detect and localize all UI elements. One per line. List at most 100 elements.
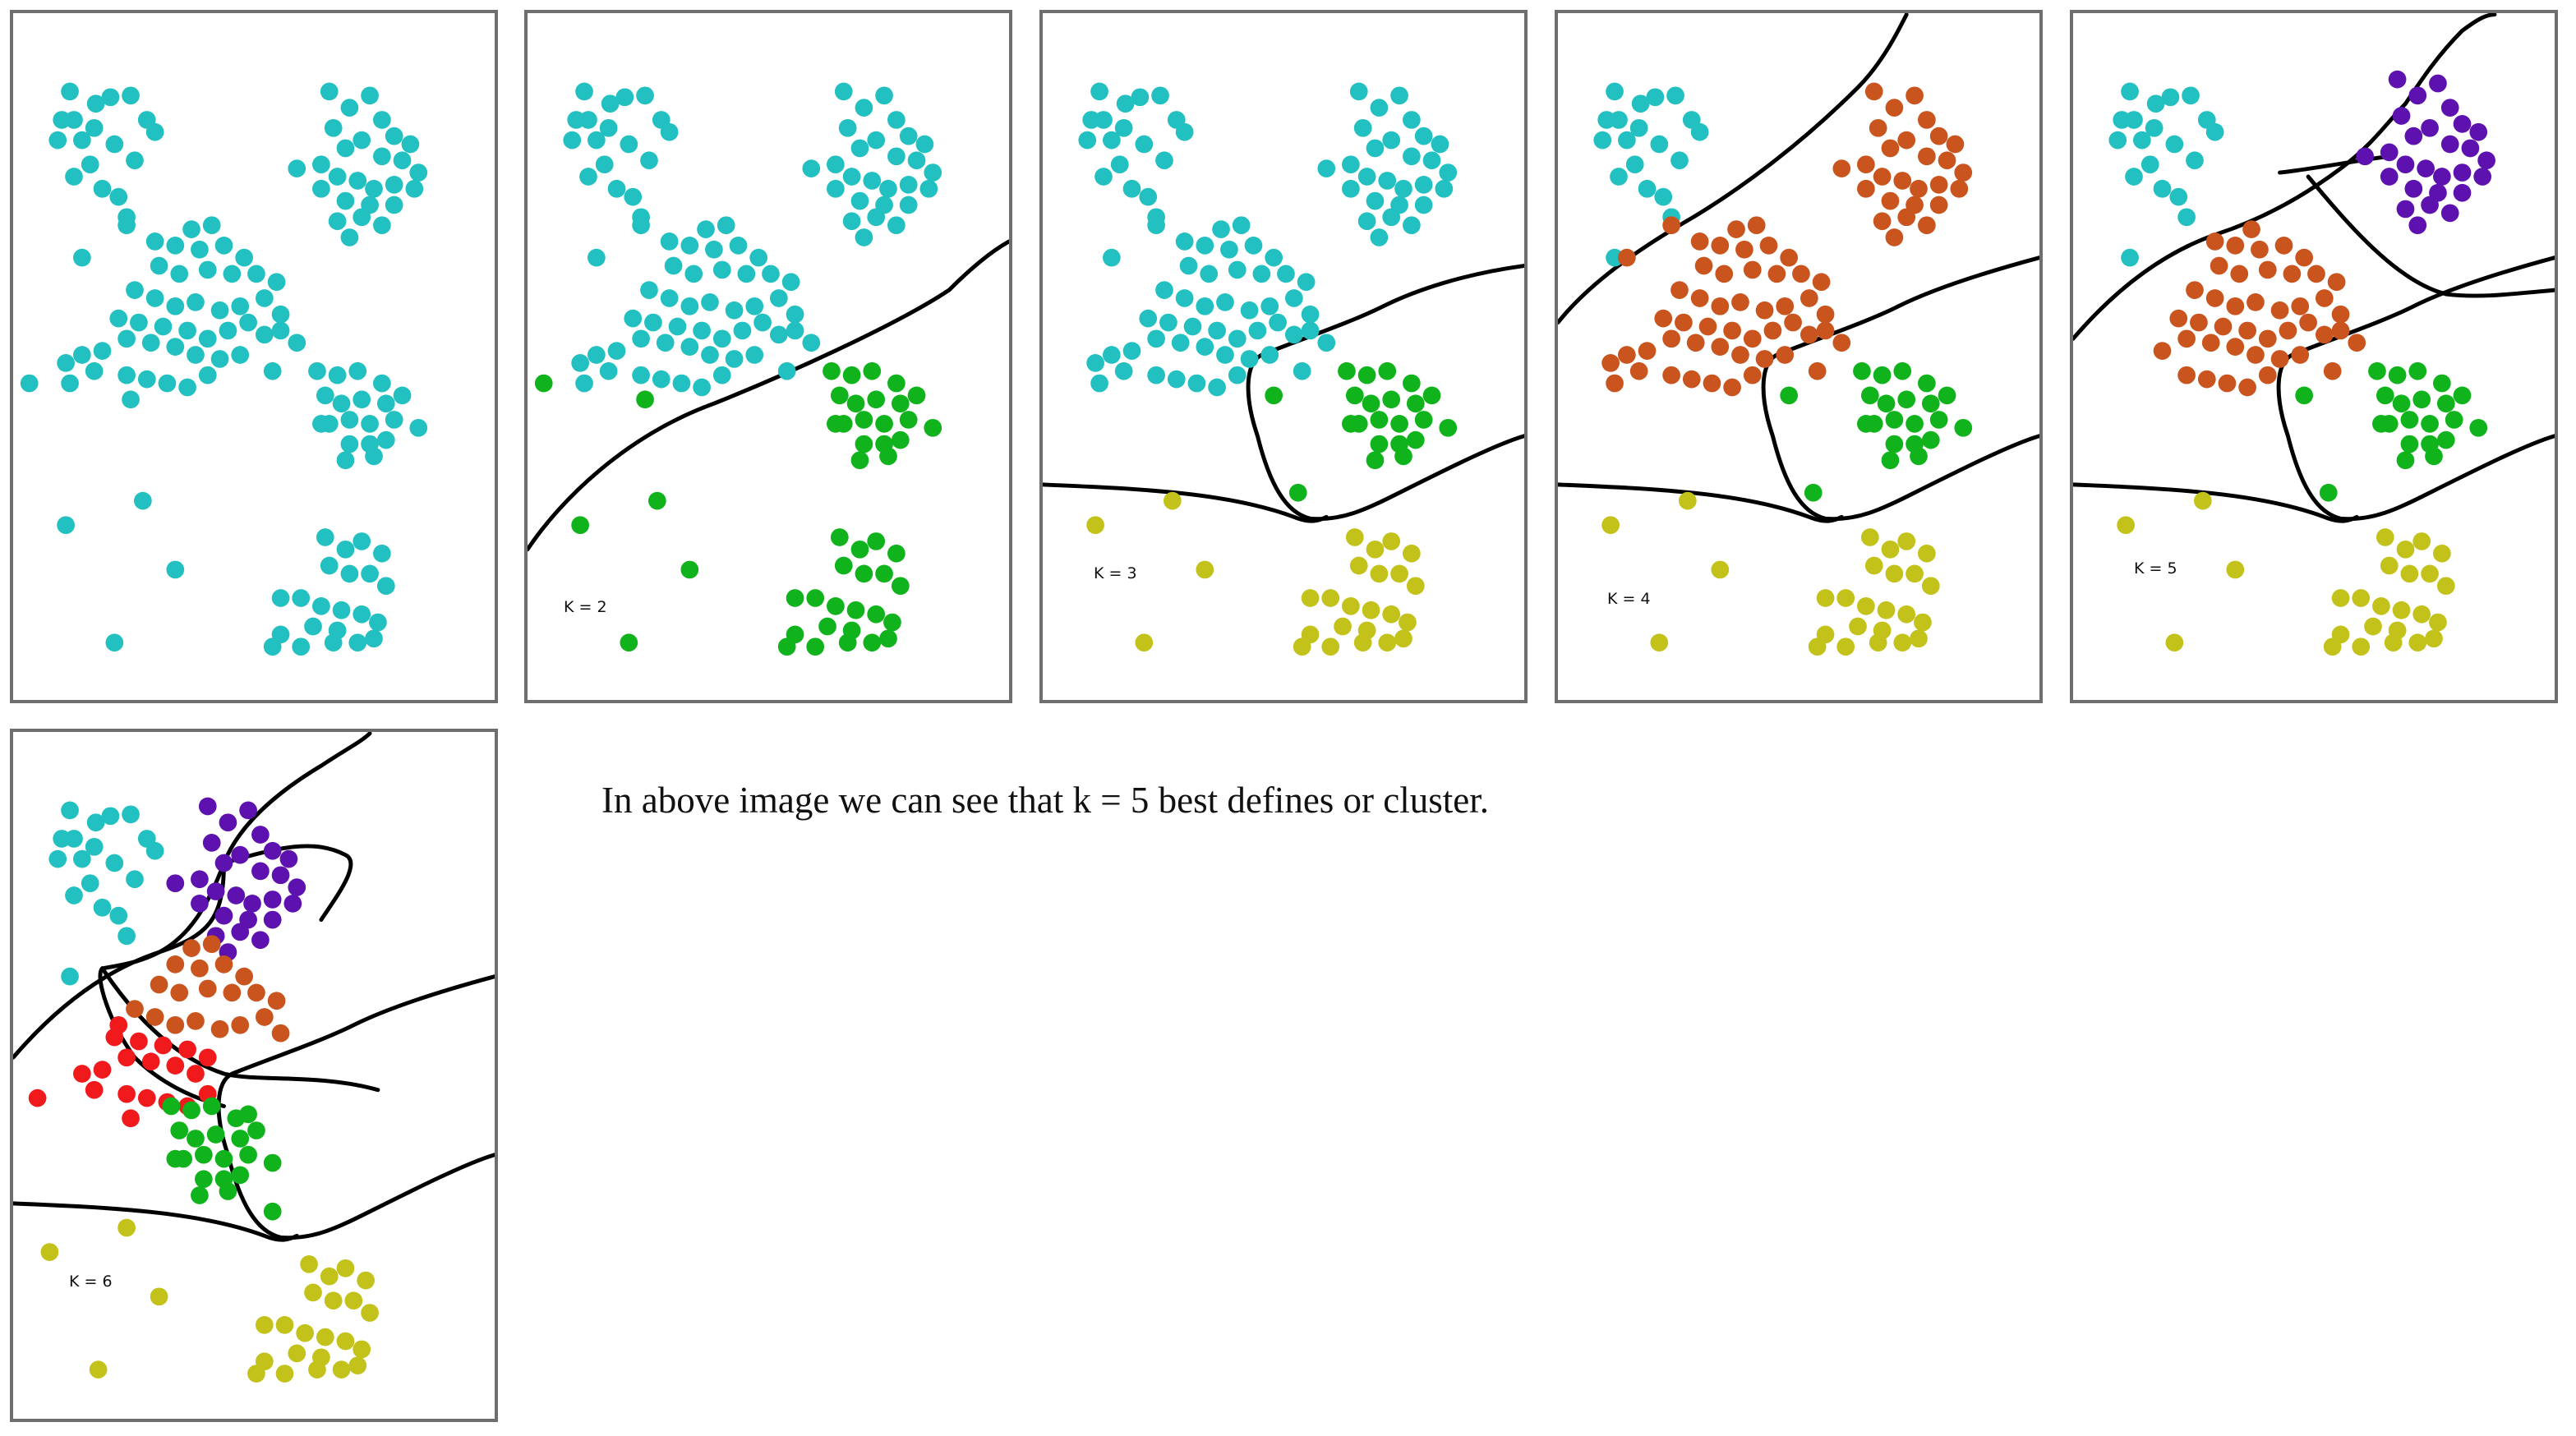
data-point [73,346,91,364]
data-point [2230,265,2249,283]
data-point [1342,179,1360,198]
data-point [2315,325,2334,344]
data-point [2186,281,2204,299]
data-point [684,265,703,283]
data-point [271,1024,290,1042]
data-point [223,983,242,1002]
data-point [214,854,233,872]
data-point [137,370,156,389]
data-point [2226,338,2245,357]
data-point [1390,564,1408,583]
data-point [118,216,136,235]
data-point [1849,617,1867,636]
data-point [1910,447,1928,466]
data-point [1196,338,1214,357]
data-point [712,366,731,384]
data-point [2117,516,2135,535]
data-point [1816,321,1835,340]
data-point [73,849,91,868]
data-point [725,301,744,320]
data-point [198,260,217,279]
data-point [1122,179,1141,198]
data-point [1155,151,1173,170]
data-point [1228,329,1247,348]
data-point [2279,321,2297,340]
data-point [595,155,614,174]
data-point [154,317,173,336]
data-point [1288,483,1307,502]
data-point [2453,163,2472,182]
data-point [1743,366,1762,384]
data-point [1414,176,1433,194]
data-point [105,633,124,652]
data-point [907,151,926,170]
data-point [1403,374,1421,393]
data-point [737,265,756,283]
data-point [620,633,638,652]
data-point [567,111,586,129]
data-point [235,248,254,267]
data-point [166,1015,185,1034]
data-point [2121,248,2139,267]
data-point [2440,99,2459,117]
data-point [1873,366,1892,384]
data-point [141,1052,160,1071]
data-point [1921,430,1940,449]
data-point [178,321,196,340]
data-point [166,560,185,579]
data-point [879,629,897,648]
data-point [1897,532,1916,550]
data-point [1946,135,1965,154]
data-point [231,845,250,864]
data-point [2440,135,2459,154]
data-point [1301,321,1320,340]
data-point [2190,313,2208,332]
data-point [1297,273,1316,292]
data-point [1618,346,1636,364]
data-point [2315,289,2334,307]
data-point [2238,378,2256,397]
data-point [1349,82,1368,101]
data-point [660,289,679,307]
data-point [879,447,897,466]
data-point [2461,139,2480,158]
data-point [1675,313,1693,332]
data-point [624,309,643,328]
data-point [61,82,79,101]
data-point [2177,208,2196,227]
data-point [61,967,79,986]
data-point [599,361,618,380]
data-point [2469,418,2488,437]
data-point [786,321,804,340]
data-point [1390,415,1408,433]
data-point [1918,147,1936,166]
data-point [2182,86,2200,105]
data-point [2436,577,2455,596]
data-point [1116,94,1135,113]
data-point [697,220,715,238]
data-point [712,260,731,279]
data-point [385,127,403,145]
data-point [1414,411,1433,429]
data-point [620,135,638,154]
data-point [219,321,237,340]
data-point [227,886,246,904]
data-point [2433,168,2451,186]
data-point [863,361,882,380]
data-point [1857,179,1875,198]
data-point [1897,390,1916,409]
data-point [1338,361,1356,380]
data-point [361,1304,379,1322]
data-point [762,265,780,283]
data-point [786,305,804,324]
data-point [178,1040,196,1059]
data-point [924,163,942,182]
data-point [2396,200,2415,219]
data-point [1406,577,1425,596]
data-point [1403,544,1421,563]
data-point [373,544,391,563]
data-point [1321,637,1340,656]
data-point [1731,293,1749,311]
data-point [2319,483,2338,502]
data-point [336,139,355,158]
